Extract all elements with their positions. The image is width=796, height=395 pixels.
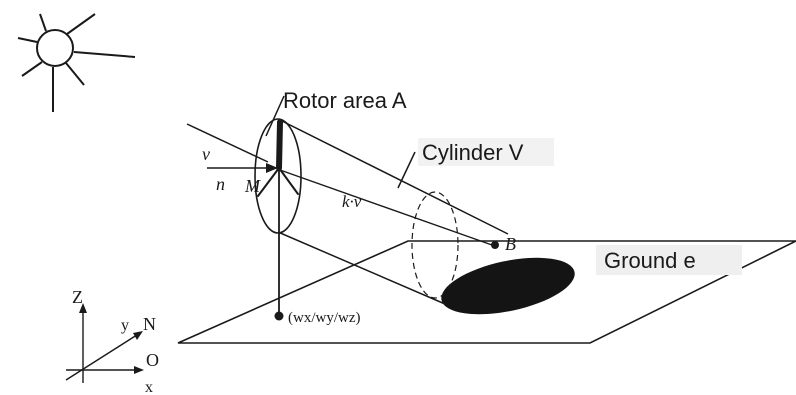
ground-label: Ground e xyxy=(604,248,696,273)
rotor-area-pointer xyxy=(265,95,285,137)
normal-n-label: n xyxy=(216,174,225,194)
rotor-area-label: Rotor area A xyxy=(283,88,407,113)
cylinder-end-dashed-ellipse xyxy=(411,191,459,299)
cylinder-label: Cylinder V xyxy=(422,140,524,165)
cylinder-pointer xyxy=(397,151,416,189)
z-axis-arrowhead xyxy=(79,303,87,313)
axis-o-label: O xyxy=(146,350,159,370)
axis-x-label: x xyxy=(145,379,153,395)
ground-plane xyxy=(177,240,796,344)
cylinder-label-bg xyxy=(418,138,554,166)
x-axis-arrowhead xyxy=(134,366,144,374)
kv-axis-line xyxy=(279,169,493,246)
shadow-ellipse xyxy=(441,257,575,315)
wind-vector-line xyxy=(186,123,269,163)
cylinder-top-edge xyxy=(279,119,509,235)
tower-base-point xyxy=(274,311,284,321)
coordinate-axes xyxy=(65,307,141,383)
axis-z-label: Z xyxy=(72,287,83,307)
rotor-disk xyxy=(254,118,302,234)
tower-base-label: (wx/wy/wz) xyxy=(288,310,360,326)
shadow-vector-label: k·v xyxy=(342,192,362,211)
sun-icon xyxy=(17,13,136,112)
center-m-label: M xyxy=(244,176,261,196)
axis-y-label: y xyxy=(121,317,129,334)
point-b-label: B xyxy=(505,234,516,254)
normal-vector-arrowhead xyxy=(266,163,278,173)
wind-v-label: v xyxy=(202,144,210,164)
axis-north-label: N xyxy=(143,314,156,334)
cylinder-bottom-edge xyxy=(277,231,446,305)
point-b-dot xyxy=(491,241,499,249)
north-axis-arrowhead xyxy=(133,331,143,340)
ground-label-bg xyxy=(596,245,742,275)
rotor-blades xyxy=(257,119,299,197)
